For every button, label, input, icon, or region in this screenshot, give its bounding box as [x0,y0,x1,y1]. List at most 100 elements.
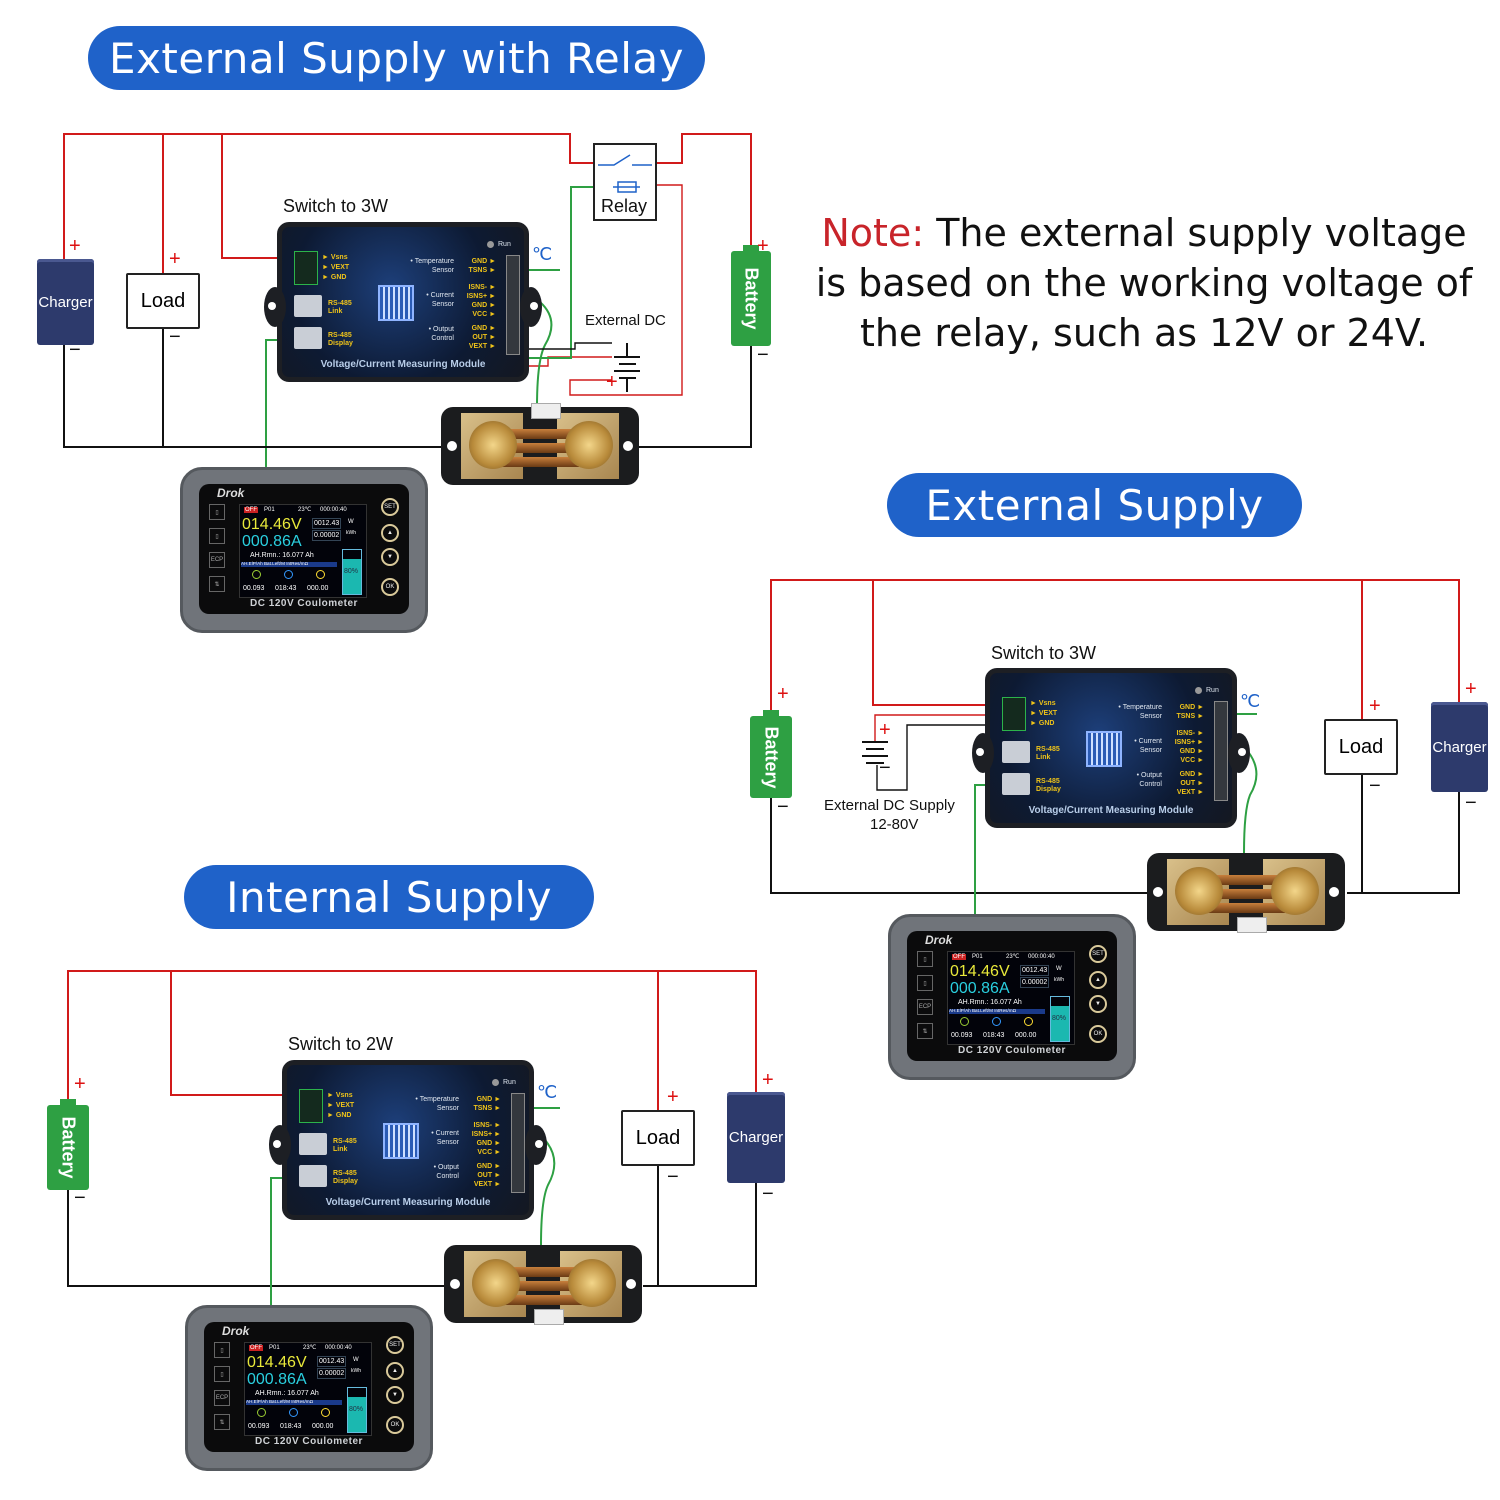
mounting-ear [520,287,542,327]
shunt-bolt [565,421,613,469]
external-dc-range: 12-80V [870,816,919,833]
minus-sign: − [777,796,789,818]
stat-icon [1024,1017,1033,1026]
shunt-bolt [472,1259,520,1307]
coulometer-button[interactable]: ▲ [1089,971,1107,989]
rs485-link-port [299,1133,327,1155]
ah-remaining: AH.Rmn.: 16.077 Ah [255,1390,319,1397]
rs485-link-label: RS-485 [328,300,352,307]
pin-label: VCC ► [477,1149,501,1156]
group-label: • Output [1136,772,1162,779]
coulometer-button[interactable]: SET [386,1336,404,1354]
pin-label: GND ► [476,1163,501,1170]
switch-label: Switch to 3W [283,196,389,216]
module-title: Voltage/Current Measuring Module [1028,805,1194,816]
rs485-link-label: RS-485 [1036,746,1060,753]
coulometer-button[interactable]: SET [381,498,399,516]
stat-value: 00.093 [951,1032,973,1039]
coulometer-name: DC 120V Coulometer [250,598,358,609]
sensor-connector [531,403,561,419]
coulometer-button[interactable]: SET [1089,945,1107,963]
group-label: Sensor [1139,747,1162,754]
side-indicator: ⇅ [214,1414,230,1430]
stat-icon [252,570,261,579]
shunt-bolt [568,1259,616,1307]
side-indicator: ECP [917,999,933,1015]
coulometer-button[interactable]: OK [1089,1025,1107,1043]
rs485-display-label: RS-485 [333,1170,357,1177]
mount-hole [1329,887,1339,897]
profile: P01 [972,954,983,960]
shunt-bar [504,1281,582,1291]
pin-label: ISNS+ ► [1174,739,1204,746]
voltage-reading: 014.46V [247,1354,307,1371]
output-status: OFF [249,1345,263,1351]
pin-label: VEXT ► [468,343,496,350]
group-label: • Output [433,1164,459,1171]
title-external-supply: External Supply [887,473,1302,537]
note-prefix: Note: [821,211,925,255]
rs485-link-label: Link [333,1146,348,1153]
coulometer-button[interactable]: ▼ [381,548,399,566]
side-indicator: ▯ [209,504,225,520]
coulometer-button[interactable]: ▲ [381,524,399,542]
minus-sign: − [1369,775,1381,797]
current-reading: 000.86A [950,980,1010,997]
current-reading: 000.86A [242,533,302,550]
timer: 000:00:40 [320,507,347,513]
shunt-bar [504,1295,582,1305]
rs485-display-port [294,327,322,349]
module-title: Voltage/Current Measuring Module [325,1197,491,1208]
coulometer-button[interactable]: OK [386,1416,404,1434]
pin-label: GND ► [1179,748,1204,755]
coulometer-button[interactable]: ▼ [1089,995,1107,1013]
temperature-symbol: ℃ [537,1082,558,1102]
plus-sign: + [69,235,81,257]
voltage-reading: 014.46V [242,516,302,533]
run-label: Run [498,241,511,248]
battery-gauge [1050,996,1070,1042]
mount-hole [1153,887,1163,897]
pin-label: ► Vsns [322,254,348,261]
pin-label: ► GND [322,274,347,281]
output-status: OFF [244,507,258,513]
note-text: Note: The external supply voltage is bas… [804,208,1484,358]
mounting-ear [269,1125,291,1165]
current-reading: 000.86A [247,1371,307,1388]
battery: Battery [47,1099,89,1190]
pin-label: VEXT ► [1176,789,1204,796]
temperature-symbol: ℃ [532,244,553,264]
external-dc-label: External DC [585,312,666,329]
stat-value: 018:43 [280,1423,302,1430]
pin-label: TSNS ► [1176,713,1204,720]
minus-sign: − [69,339,81,361]
pin-label: ► GND [327,1112,352,1119]
power-unit: W [1056,966,1062,972]
load: Load [1324,719,1398,775]
stat-icon [321,1408,330,1417]
note-body: The external supply voltage is based on … [815,211,1473,355]
power-reading: 0012.43 [1020,965,1050,976]
temperature: 23℃ [303,1345,317,1351]
pin-label: OUT ► [1180,780,1204,787]
plus-sign: + [777,683,789,705]
brand-logo: Drok [217,486,245,500]
plus-sign: + [74,1073,86,1095]
coulometer-button[interactable]: ▼ [386,1386,404,1404]
pin-label: GND ► [471,302,496,309]
stat-icon [257,1408,266,1417]
coulometer-button[interactable]: OK [381,578,399,596]
qr-code [378,285,414,321]
shunt-bolt [1271,867,1319,915]
pin-label: OUT ► [472,334,496,341]
coulometer-button[interactable]: ▲ [386,1362,404,1380]
shunt-bar [501,443,579,453]
module-title: Voltage/Current Measuring Module [320,359,486,370]
power-reading: 0012.43 [317,1356,347,1367]
power-reading: 0012.43 [312,518,342,529]
side-indicator: ▯ [917,975,933,991]
